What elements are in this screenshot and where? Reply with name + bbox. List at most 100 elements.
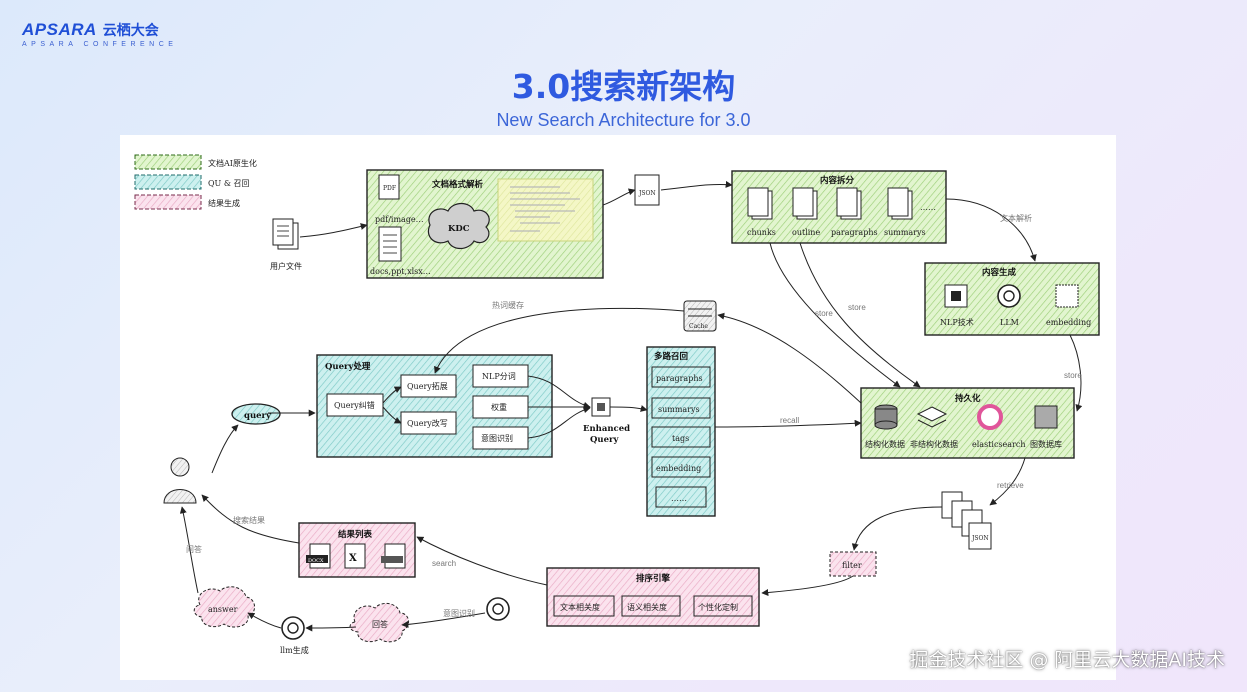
arrow-userfile-parse — [299, 223, 368, 238]
rank-personal-label: 个性化定制 — [698, 602, 738, 612]
persist-box: 持久化 结构化数据 非结构化数据 elasticsearch 图数据库 — [860, 387, 1075, 459]
edge-search: search — [432, 559, 456, 568]
edge-retrieve: retrieve — [997, 481, 1024, 490]
arrow-cache-query — [434, 307, 685, 374]
slide-title: 3.0搜索新架构 — [511, 67, 736, 106]
multi-recall-box: 多路召回 paragraphs summarys tags embedding … — [646, 346, 716, 517]
content-split-title: 内容拆分 — [820, 175, 855, 186]
content-gen-box: 内容生成 NLP技术 LLM embedding — [924, 262, 1100, 336]
rank-semantic-label: 语义相关度 — [627, 602, 667, 612]
flow-arrows — [179, 180, 1083, 632]
query-correct-label: Query纠错 — [334, 400, 375, 410]
split-chunks: chunks — [747, 187, 776, 237]
arrow-persist-retrieve — [989, 457, 1026, 506]
pdf-file-icon — [378, 174, 400, 200]
user-avatar-head — [170, 457, 190, 477]
json-output-block — [497, 178, 594, 242]
docs-file-icon — [378, 226, 402, 262]
user-file-page-front — [272, 218, 294, 246]
rank-text-box — [553, 595, 615, 617]
split-outline: outline — [792, 187, 820, 237]
pdf-icon-label: PDF — [383, 185, 396, 192]
arrow-parse-json — [602, 188, 636, 206]
json-doc-tag: JSON — [638, 190, 656, 197]
logo-brand: APSARA — [22, 20, 97, 39]
rank-text-label: 文本相关度 — [560, 602, 600, 612]
intent-openai-icon — [486, 597, 510, 621]
multi-recall-title: 多路召回 — [654, 351, 688, 362]
cache-node: Cache — [683, 300, 717, 332]
arrow-split-persist-1 — [769, 242, 901, 388]
weight-label: 权重 — [491, 402, 507, 412]
slide-subtitle: New Search Architecture for 3.0 — [496, 110, 751, 130]
edge-search-result: 搜索结果 — [233, 515, 265, 525]
cache-label: Cache — [689, 323, 708, 330]
reply-cloud — [349, 602, 409, 643]
arrow-intent-reply — [401, 612, 486, 628]
persist-es-label: elasticsearch — [972, 440, 1026, 449]
edge-ask: 问答 — [186, 544, 202, 554]
json-doc-icon: JSON — [634, 174, 660, 206]
edge-intent-recog: 意图识别 — [443, 608, 475, 618]
arrow-correct-expand — [382, 386, 402, 404]
arrow-enhanced-recall — [609, 405, 648, 412]
result-list-box: 结果列表 DOCX X — [298, 522, 416, 578]
edge-text-parse: 文本解析 — [1000, 213, 1032, 223]
edge-store-3: store — [1064, 371, 1082, 380]
rank-personal-box — [693, 595, 753, 617]
rank-engine-box: 排序引擎 文本相关度 语义相关度 个性化定制 — [546, 567, 760, 627]
legend: 文档AI原生化 QU & 召回 结果生成 — [134, 154, 257, 210]
arrow-split-persist-2 — [799, 242, 921, 388]
recall-summarys-label: summarys — [658, 405, 700, 414]
result-docx-tag: DOCX — [308, 558, 324, 564]
intent-label: 意图识别 — [481, 433, 513, 443]
llm-gen-label: llm生成 — [280, 645, 309, 655]
json-doc-page — [634, 174, 660, 206]
persist-unstructured-label: 非结构化数据 — [910, 439, 958, 449]
graph-db-icon — [1034, 405, 1058, 429]
content-split-box: 内容拆分 chunks outline paragraphs summarys … — [731, 170, 947, 244]
gen-embedding-label: embedding — [1046, 318, 1091, 327]
user-avatar — [163, 457, 197, 504]
doc-parse-box: 文档格式解析 PDF pdf/image… docs,ppt,xlsx… KDC — [366, 169, 604, 279]
arrow-answer-user — [179, 506, 199, 594]
legend-result-gen: 结果生成 — [208, 198, 240, 208]
retrieved-json-tag: JSON — [971, 535, 989, 542]
legend-swatch-teal — [134, 174, 202, 190]
json-text-lines — [510, 186, 580, 232]
enhanced-query-node: Enhanced Query — [583, 397, 630, 445]
elasticsearch-icon — [977, 404, 1003, 430]
doc-parse-title: 文档格式解析 — [432, 179, 484, 190]
architecture-diagram: 文档AI原生化 QU & 召回 结果生成 用户文件 文档格式解析 PDF pdf… — [120, 135, 1116, 680]
query-process-box: Query处理 Query纠错 Query拓展 Query改写 NLP分词 权重… — [316, 354, 553, 458]
retrieved-docs-stack: JSON — [941, 491, 992, 550]
arrow-gen-persist — [1069, 334, 1083, 412]
split-paragraphs-label: paragraphs — [831, 228, 878, 237]
arrow-recall-persist — [714, 419, 862, 428]
llm-openai-icon — [997, 284, 1021, 308]
split-summarys-label: summarys — [884, 228, 926, 237]
user-file-label: 用户文件 — [270, 261, 302, 271]
filter-label: filter — [842, 561, 862, 570]
recall-tags-box — [651, 426, 711, 448]
user-file-node: 用户文件 — [270, 218, 302, 271]
query-pill-label: query — [244, 411, 272, 421]
legend-swatch-pink — [134, 194, 202, 210]
answer-label: answer — [208, 605, 238, 614]
persist-graph-label: 图数据库 — [1030, 439, 1062, 449]
diagram-svg: 文档AI原生化 QU & 召回 结果生成 用户文件 文档格式解析 PDF pdf… — [134, 154, 1100, 655]
arrow-user-pill — [211, 424, 239, 474]
docs-ppt-label: docs,ppt,xlsx… — [370, 267, 431, 276]
user-avatar-body — [163, 489, 197, 504]
kdc-label: KDC — [448, 224, 470, 234]
recall-tags-label: tags — [672, 434, 689, 443]
edge-recall: recall — [780, 416, 799, 425]
query-expand-label: Query拓展 — [407, 381, 448, 391]
gen-llm-label: LLM — [1000, 318, 1019, 327]
split-paragraphs: paragraphs — [831, 187, 878, 237]
arrow-llm-answer — [247, 612, 282, 629]
llm-gen-openai-icon — [281, 616, 305, 640]
rank-semantic-box — [621, 595, 681, 617]
persist-structured-label: 结构化数据 — [865, 439, 905, 449]
split-summarys: summarys — [884, 187, 926, 237]
